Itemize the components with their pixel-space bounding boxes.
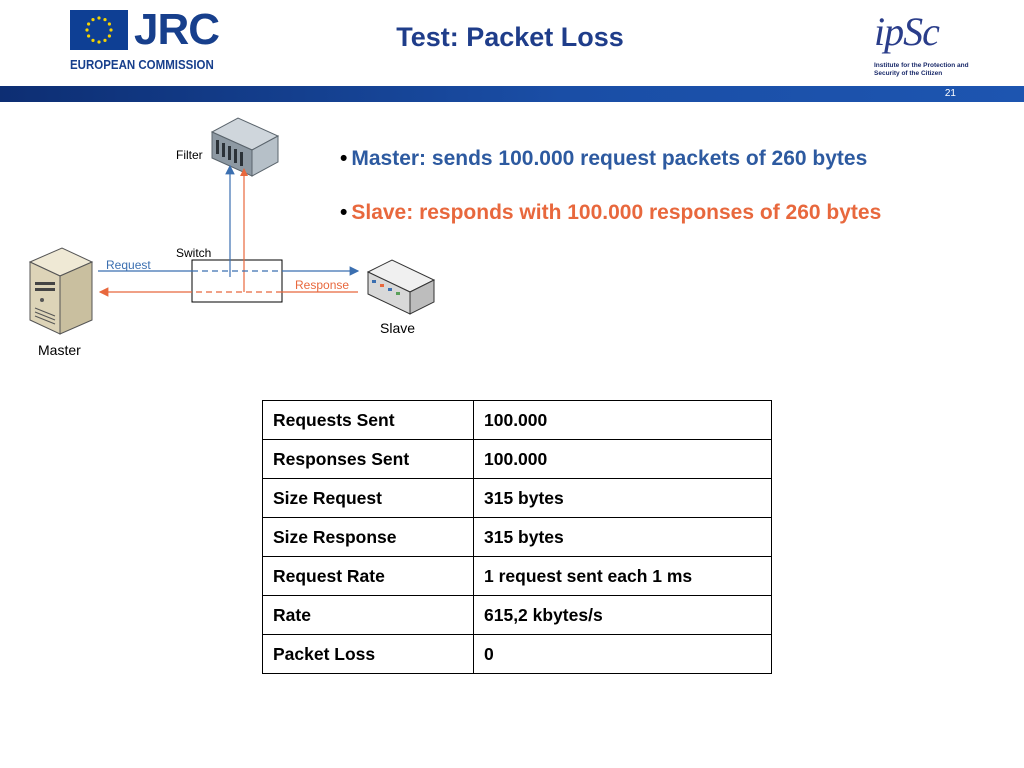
row-label: Requests Sent [262,400,474,440]
bullet-master: •Master: sends 100.000 request packets o… [340,144,1020,174]
table-row: Size Response 315 bytes [262,517,772,557]
row-value: 100.000 [473,439,772,479]
table-row: Size Request 315 bytes [262,478,772,518]
ipsc-logo-text: ipSc [874,9,940,54]
row-value: 100.000 [473,400,772,440]
ipsc-subtitle: Institute for the Protection and Securit… [874,62,969,77]
table-row: Responses Sent 100.000 [262,439,772,479]
header-band: 21 [0,86,1024,102]
jrc-logo-text: JRC [134,5,220,54]
ipsc-logo: ipSc Institute for the Protection and Se… [868,2,969,82]
row-label: Size Request [262,478,474,518]
master-label: Master [38,342,81,358]
row-value: 0 [473,634,772,674]
row-label: Request Rate [262,556,474,596]
row-label: Size Response [262,517,474,557]
row-label: Packet Loss [262,634,474,674]
table-row: Packet Loss 0 [262,634,772,674]
row-value: 315 bytes [473,517,772,557]
page-title: Test: Packet Loss [396,22,624,52]
switch-label: Switch [176,246,212,260]
bullet-dot-icon: • [340,201,348,224]
european-commission-logo: JRC EUROPEAN COMMISSION [70,6,220,74]
request-label: Request [106,258,151,272]
filter-label: Filter [176,148,203,162]
row-label: Responses Sent [262,439,474,479]
results-table: Requests Sent 100.000 Responses Sent 100… [262,400,772,674]
switch-box [191,259,283,303]
table-row: Requests Sent 100.000 [262,400,772,440]
row-value: 1 request sent each 1 ms [473,556,772,596]
eu-flag-icon [70,10,128,50]
slide-number: 21 [944,88,956,99]
bullet-list: •Master: sends 100.000 request packets o… [340,144,1020,252]
bullet-master-text: Master: sends 100.000 request packets of… [351,147,868,170]
network-diagram: Filter Switch Request Response Master Sl… [0,102,1024,382]
table-row: Request Rate 1 request sent each 1 ms [262,556,772,596]
bullet-dot-icon: • [340,147,348,170]
slave-label: Slave [380,320,416,336]
slave-device-icon [366,259,436,315]
bullet-slave-text: Slave: responds with 100.000 responses o… [351,201,882,224]
european-commission-text: EUROPEAN COMMISSION [70,58,214,72]
response-label: Response [295,278,350,292]
bullet-slave: •Slave: responds with 100.000 responses … [340,198,1020,228]
slide-header: JRC EUROPEAN COMMISSION Test: Packet Los… [0,0,1024,86]
row-value: 315 bytes [473,478,772,518]
row-value: 615,2 kbytes/s [473,595,772,635]
row-label: Rate [262,595,474,635]
master-server-icon [28,247,94,335]
table-row: Rate 615,2 kbytes/s [262,595,772,635]
network-diagram-graphic [28,117,436,335]
filter-server-icon [210,117,280,177]
